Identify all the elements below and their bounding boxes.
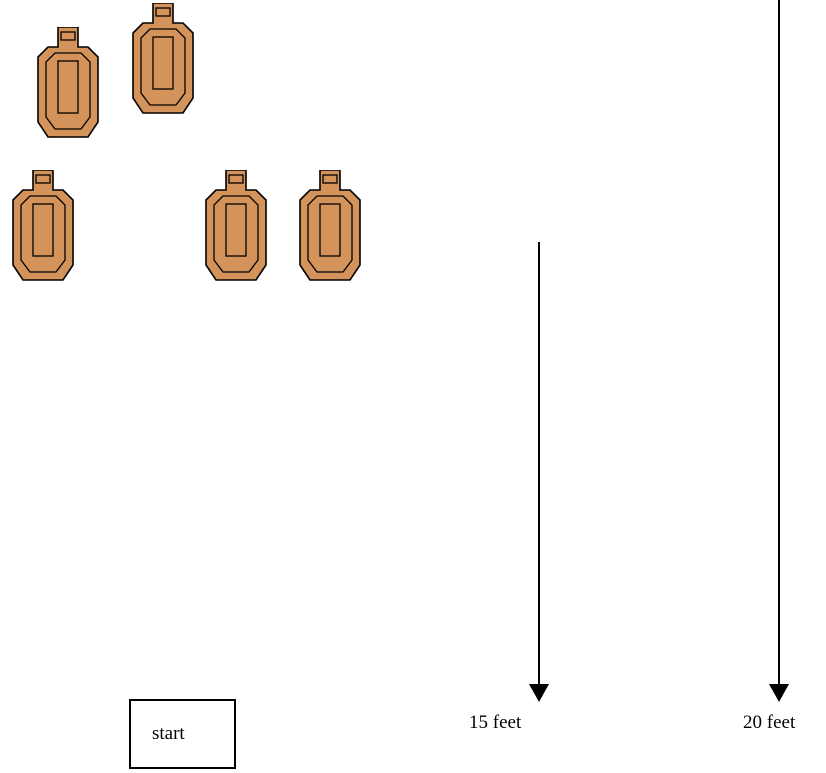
target-silhouette-1 <box>37 27 99 138</box>
target-silhouette-3 <box>12 170 74 281</box>
distance-label-15-feet: 15 feet <box>469 712 522 733</box>
target-silhouette-5 <box>299 170 361 281</box>
arrow-20-feet <box>769 0 789 702</box>
arrow-15-feet <box>529 242 549 702</box>
distance-label-20-feet: 20 feet <box>743 712 796 733</box>
start-box: start <box>129 699 236 769</box>
start-label: start <box>152 723 185 744</box>
target-silhouette-4 <box>205 170 267 281</box>
target-silhouette-2 <box>132 3 194 114</box>
